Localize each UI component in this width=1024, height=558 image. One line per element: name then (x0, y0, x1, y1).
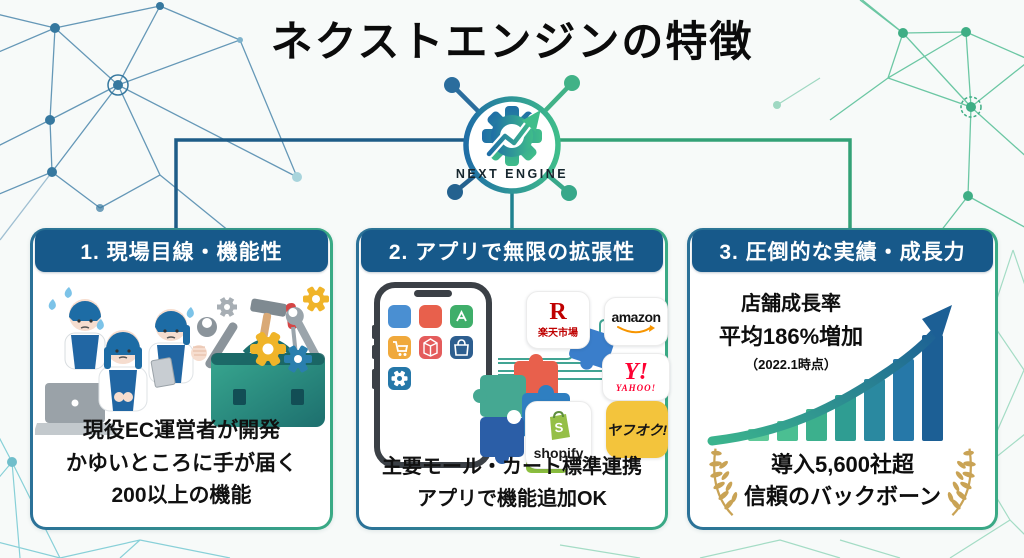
card1-line-3: 200以上の機能 (111, 484, 252, 508)
connector-left (174, 138, 464, 230)
node-dot-se (561, 185, 577, 201)
mesh-top-right-nodes (773, 27, 982, 201)
card1-line-1: 現役EC運営者が開発 (82, 419, 281, 443)
growth-bar-chart (707, 305, 952, 446)
sweat-drop-icon (96, 319, 104, 330)
sweat-drop-icon (64, 287, 72, 298)
partner-tile-amazon: amazon (604, 297, 668, 346)
page-title: ネクストエンジンの特徴 (270, 18, 754, 65)
yafuoku-logo: ヤフオク! (606, 421, 668, 438)
partner-tile-yafuoku: ヤフオク! (606, 401, 668, 458)
rakuten-label: 楽天市場 (538, 328, 578, 339)
gear-icon (303, 286, 329, 312)
shopify-bag-icon: S (549, 410, 570, 440)
growth-stats: 店舗成長率 平均186%増加 （2022.1時点） (700, 287, 882, 373)
card2-illustration: R 楽天市場 amazon Y! YAHOO! (362, 275, 670, 487)
next-engine-logo: NEXT ENGINE (444, 75, 580, 201)
person-icon (48, 287, 106, 370)
stats-line-2: 平均186%増加 (718, 324, 864, 349)
rakuten-logo: R (549, 299, 567, 325)
gear-icon (391, 370, 408, 387)
trend-arrow-icon (484, 109, 541, 159)
shopify-label: shopify (533, 445, 584, 461)
laptop-icon (35, 383, 119, 435)
card-app-extensibility: 2. アプリで無限の拡張性 (356, 228, 670, 530)
person-icon (148, 307, 207, 388)
laurel-left-icon (709, 448, 738, 516)
trust-badge: 導入5,600社超 信頼のバックボーン (690, 443, 995, 519)
gear-icon (250, 332, 286, 366)
card-track-record-growth: 3. 圧倒的な実績・成長力 店舗成長率 平均186%増加 （2022.1時点） (687, 228, 998, 530)
stats-line-1: 店舗成長率 (741, 293, 841, 315)
card1-header: 1. 現場目線・機能性 (35, 230, 328, 272)
svg-text:S: S (554, 420, 564, 436)
bar (864, 379, 885, 441)
card-field-functionality: 1. 現場目線・機能性 (30, 228, 333, 530)
sweat-drop-icon (186, 307, 194, 318)
yahoo-label: YAHOO! (615, 383, 657, 393)
card1-illustration (35, 286, 329, 435)
bar (893, 359, 914, 441)
laurel-right-icon (947, 448, 976, 516)
partner-tile-yahoo: Y! YAHOO! (602, 353, 670, 401)
card2-line-2: アプリで機能追加OK (417, 488, 607, 510)
app-icon-grid (388, 305, 473, 390)
phone-icon (372, 282, 492, 468)
stats-line-3: （2022.1時点） (745, 357, 837, 372)
amazon-smile-icon (617, 324, 655, 333)
partner-tile-shopify: S shopify (525, 401, 592, 469)
card3-header: 3. 圧倒的な実績・成長力 (692, 230, 993, 272)
logo-wordmark: NEXT ENGINE (456, 167, 568, 181)
badge-text: 導入5,600社超 信頼のバックボーン (744, 449, 941, 513)
card1-description: 現役EC運営者が開発 かゆいところに手が届く 200以上の機能 (33, 415, 330, 513)
toolbox-icon (197, 286, 329, 427)
puzzle-piece (480, 375, 526, 417)
amazon-logo: amazon (611, 308, 661, 325)
yahoo-logo: Y! (624, 359, 648, 385)
gear-icon (482, 106, 542, 166)
node-dot-sw (447, 184, 463, 200)
bar (922, 335, 943, 441)
puzzle-piece (480, 417, 524, 457)
wrench-icon (285, 307, 321, 361)
node-dot-ne (564, 75, 580, 91)
connector-right (560, 138, 852, 230)
partner-tile-rakuten: R 楽天市場 (526, 291, 590, 349)
bar (835, 395, 856, 441)
badge-line-2: 信頼のバックボーン (744, 484, 941, 509)
clipboard-icon (150, 357, 176, 388)
card2-header: 2. アプリで無限の拡張性 (361, 230, 663, 272)
raised-hand-icon (191, 345, 207, 361)
card2-line-1: 主要モール・カート標準連携 (382, 456, 642, 478)
sweat-drop-icon (48, 299, 56, 310)
card1-line-2: かゆいところに手が届く (66, 451, 297, 475)
badge-line-1: 導入5,600社超 (770, 452, 915, 478)
gear-icon (217, 297, 237, 317)
mesh-top-left-nodes (45, 2, 302, 212)
person-icon (98, 330, 148, 412)
bar-series (748, 335, 943, 441)
gear-icon (284, 345, 312, 373)
growth-arrow-icon (707, 305, 952, 446)
node-dot-nw (444, 77, 460, 93)
card2-description: 主要モール・カート標準連携 アプリで機能追加OK (359, 451, 665, 515)
